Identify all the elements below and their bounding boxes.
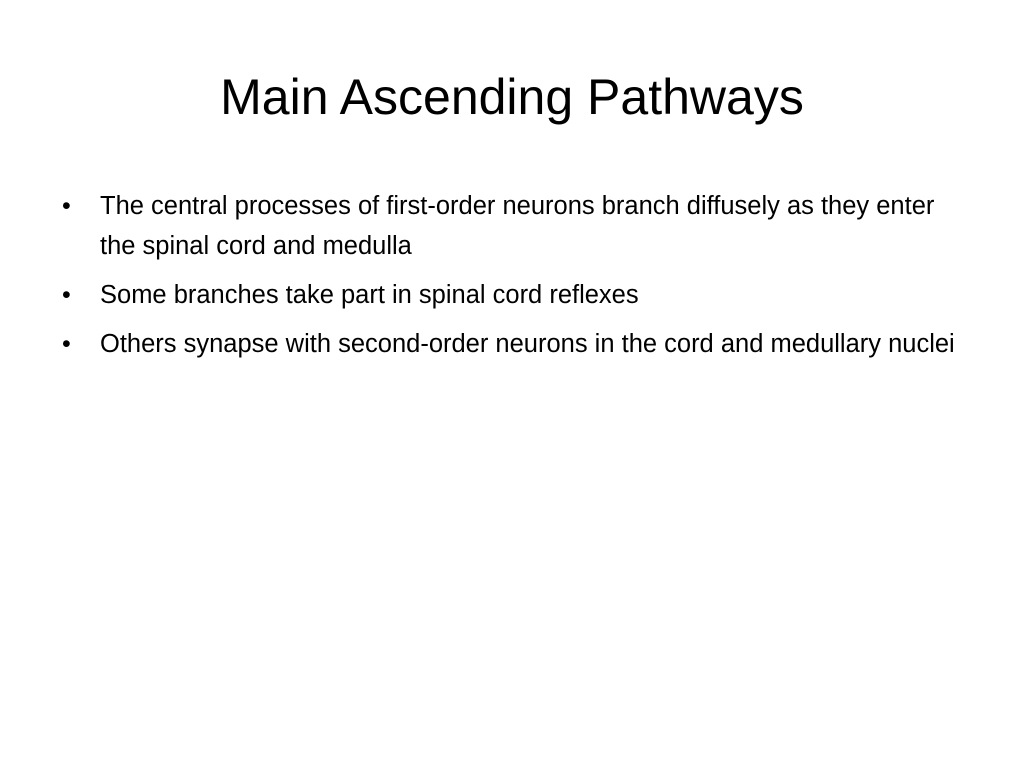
bullet-dot-icon: •	[62, 330, 71, 358]
slide-title: Main Ascending Pathways	[220, 69, 804, 125]
bullet-text: The central processes of first-order neu…	[100, 192, 935, 260]
bullet-dot-icon: •	[62, 281, 71, 309]
bullet-item: • Others synapse with second-order neuro…	[62, 324, 962, 364]
bullet-list: • The central processes of first-order n…	[62, 186, 962, 373]
bullet-text: Some branches take part in spinal cord r…	[100, 281, 639, 309]
bullet-item: • Some branches take part in spinal cord…	[62, 275, 962, 315]
bullet-dot-icon: •	[62, 192, 71, 220]
bullet-item: • The central processes of first-order n…	[62, 186, 962, 266]
bullet-text: Others synapse with second-order neurons…	[100, 330, 955, 358]
